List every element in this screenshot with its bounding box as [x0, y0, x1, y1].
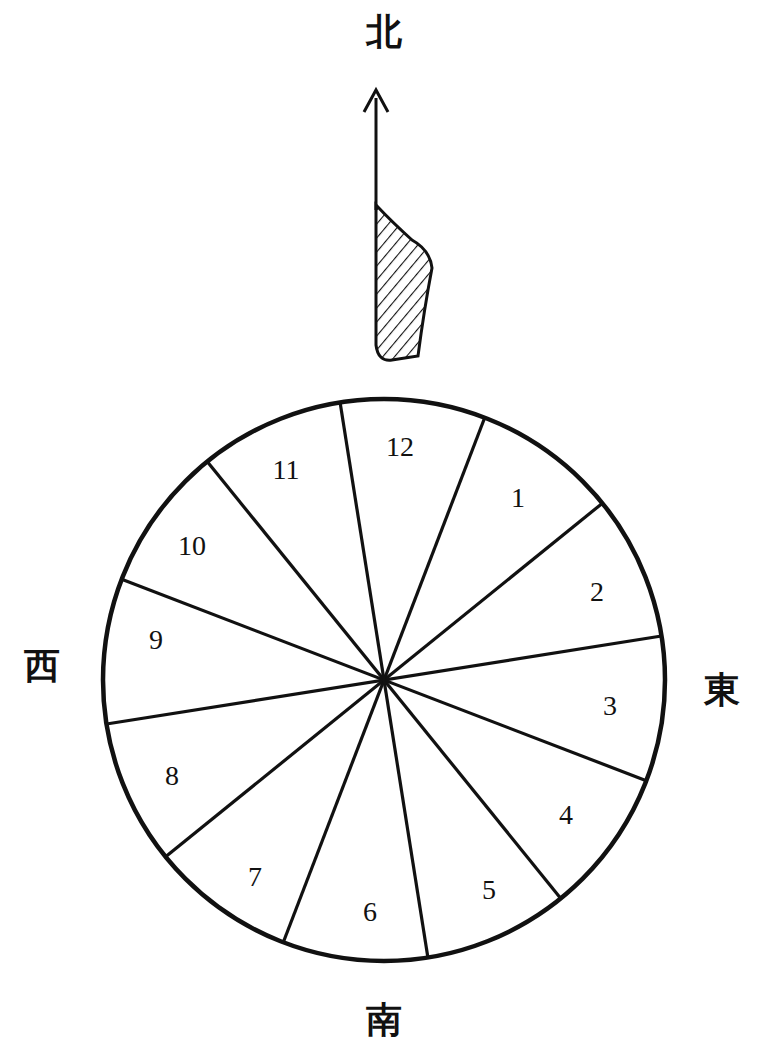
sector-number: 2 — [590, 578, 604, 606]
dial-circle — [103, 399, 665, 961]
sector-number: 3 — [603, 692, 617, 720]
sector-number: 6 — [363, 898, 377, 926]
sector-number: 5 — [482, 876, 496, 904]
sector-number: 8 — [165, 762, 179, 790]
direction-label: 北 — [366, 14, 402, 50]
sector-number: 12 — [386, 433, 414, 461]
sector-number: 9 — [149, 626, 163, 654]
sector-number: 7 — [248, 863, 262, 891]
direction-label: 南 — [366, 1002, 402, 1038]
sector-lines — [107, 403, 662, 958]
sector-number: 11 — [273, 456, 300, 484]
direction-label: 東 — [704, 672, 740, 708]
north-arrow-shaft — [375, 98, 378, 210]
north-arrow-head — [364, 90, 388, 112]
sector-number: 1 — [511, 484, 525, 512]
sector-number: 4 — [559, 801, 573, 829]
hatched-shadow — [376, 205, 432, 360]
direction-label: 西 — [24, 648, 60, 684]
sector-number: 10 — [178, 532, 206, 560]
